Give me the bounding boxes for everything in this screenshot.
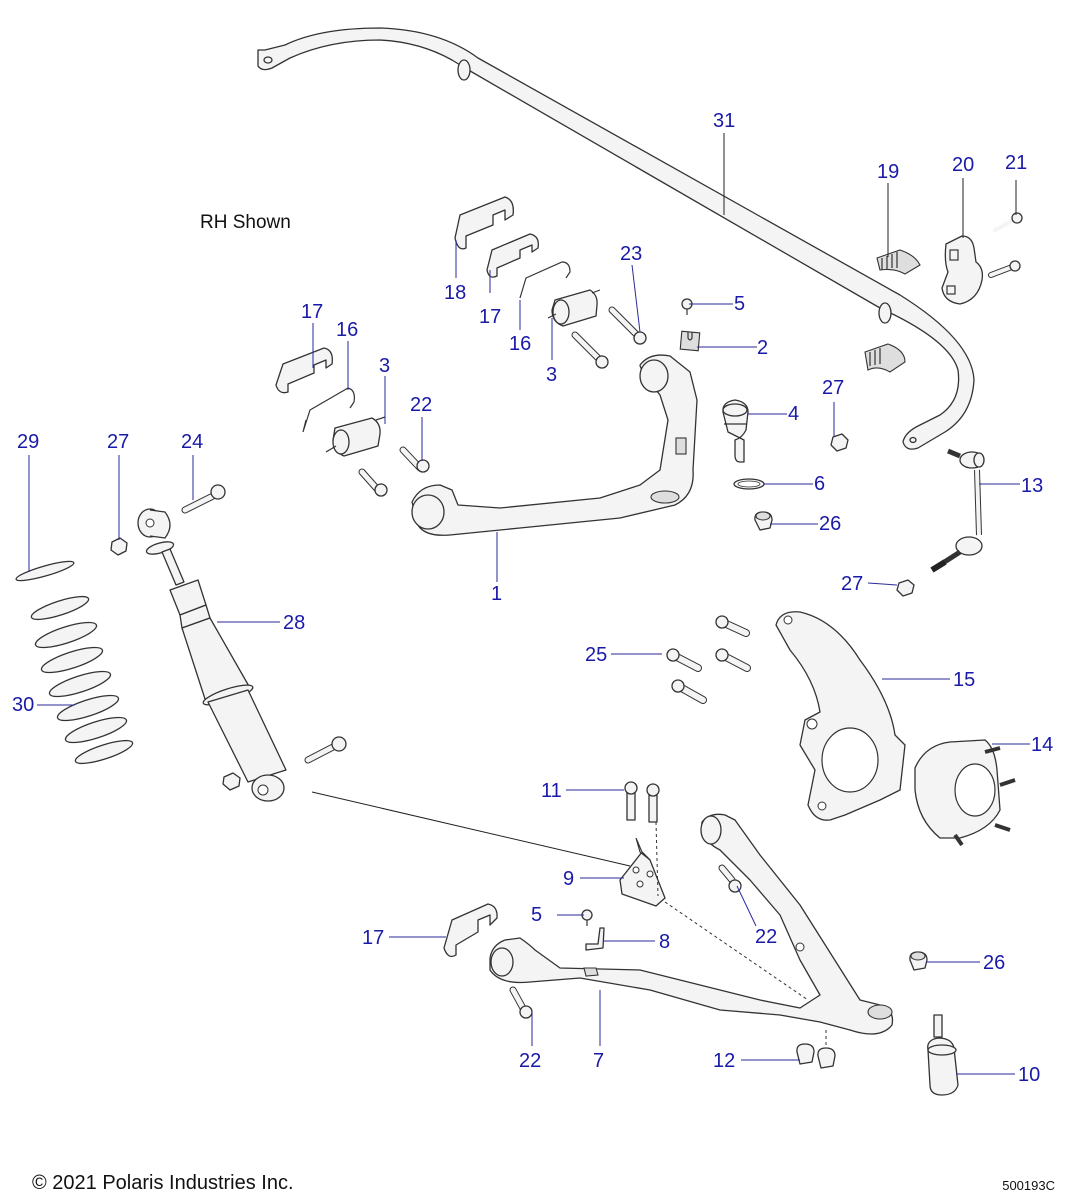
callout-3-top[interactable]: 3: [546, 364, 558, 386]
callout-31[interactable]: 31: [713, 110, 736, 132]
bolt-22-upper[interactable]: [399, 446, 430, 473]
bolt-top-2[interactable]: [571, 331, 609, 369]
dashed-guide-1: [655, 821, 659, 897]
upper-a-arm-1[interactable]: [411, 354, 698, 536]
nut-27-left[interactable]: [110, 537, 128, 556]
clip-16-top[interactable]: [519, 261, 571, 299]
callout-7[interactable]: 7: [593, 1050, 605, 1072]
nut-27-lower[interactable]: [896, 579, 915, 597]
drawing-number: 500193C: [1002, 1178, 1055, 1193]
lower-a-arm-7[interactable]: [489, 813, 894, 1035]
callout-16-top[interactable]: 16: [509, 333, 532, 355]
bushing-3-top[interactable]: [547, 289, 601, 327]
callout-19[interactable]: 19: [877, 161, 900, 183]
callout-14[interactable]: 14: [1031, 734, 1054, 756]
bushing-3-left[interactable]: [325, 416, 386, 457]
callout-6[interactable]: 6: [814, 473, 826, 495]
callout-15[interactable]: 15: [953, 669, 976, 691]
callout-16-left[interactable]: 16: [336, 319, 359, 341]
callout-3-left[interactable]: 3: [379, 355, 391, 377]
callout-5-lower[interactable]: 5: [531, 904, 543, 926]
bolt-lower-shock[interactable]: [304, 736, 347, 764]
rh-shown-note: RH Shown: [200, 212, 291, 233]
spring-seat-29[interactable]: [15, 558, 75, 584]
bracket-clamp-20[interactable]: [941, 235, 984, 305]
bolts-11[interactable]: [624, 781, 660, 823]
bushing-26-lower[interactable]: [909, 951, 928, 971]
callout-11[interactable]: 11: [541, 780, 562, 802]
screw-5-top[interactable]: [681, 298, 693, 315]
nuts-12[interactable]: [796, 1043, 836, 1069]
ring-6[interactable]: [733, 478, 765, 490]
callout-25[interactable]: 25: [585, 644, 608, 666]
callout-26-lower[interactable]: 26: [983, 952, 1006, 974]
ball-joint-4[interactable]: [722, 399, 749, 463]
callout-4[interactable]: 4: [788, 403, 800, 425]
bracket-8[interactable]: [585, 927, 605, 951]
callout-27-left[interactable]: 27: [107, 431, 130, 453]
shock-28[interactable]: [137, 508, 287, 802]
callout-24[interactable]: 24: [181, 431, 204, 453]
clip-17-lower[interactable]: [443, 903, 498, 958]
spring-30[interactable]: [29, 592, 134, 768]
callout-10[interactable]: 10: [1018, 1064, 1041, 1086]
callout-8[interactable]: 8: [659, 931, 671, 953]
hub-14[interactable]: [914, 739, 1016, 847]
callout-26-upper[interactable]: 26: [819, 513, 842, 535]
leader-lines: [28, 133, 1030, 1075]
callout-17-left[interactable]: 17: [301, 301, 324, 323]
bushing-19[interactable]: [876, 249, 921, 275]
copyright-notice: © 2021 Polaris Industries Inc.: [32, 1172, 294, 1194]
cover-18[interactable]: [454, 196, 514, 250]
callout-28[interactable]: 28: [283, 612, 306, 634]
callout-17-lower[interactable]: 17: [362, 927, 385, 949]
link-13[interactable]: [930, 448, 985, 573]
bolt-22-lower-left[interactable]: [509, 986, 533, 1019]
bolt-left-lower[interactable]: [358, 468, 388, 497]
bolt-24[interactable]: [181, 484, 226, 514]
callout-1[interactable]: 1: [491, 583, 503, 605]
stabilizer-bar[interactable]: [257, 27, 975, 450]
callout-27-lower[interactable]: 27: [841, 573, 864, 595]
nut-lower-shock[interactable]: [222, 772, 241, 791]
bolt-21-lower[interactable]: [988, 260, 1021, 278]
callout-22-right[interactable]: 22: [755, 926, 778, 948]
callout-21[interactable]: 21: [1005, 152, 1028, 174]
bushing-lower[interactable]: [864, 343, 906, 373]
bracket-9[interactable]: [619, 837, 666, 907]
callout-17-top[interactable]: 17: [479, 306, 502, 328]
bushing-26-upper[interactable]: [754, 511, 773, 531]
clip-17-top[interactable]: [486, 233, 539, 278]
spindle-15[interactable]: [775, 611, 906, 821]
screw-5-lower[interactable]: [581, 909, 593, 926]
callout-30[interactable]: 30: [12, 694, 35, 716]
callout-2[interactable]: 2: [757, 337, 769, 359]
callout-20[interactable]: 20: [952, 154, 975, 176]
callout-5-top[interactable]: 5: [734, 293, 746, 315]
callout-9[interactable]: 9: [563, 868, 575, 890]
assembly-line: [311, 791, 631, 867]
callout-22-upper[interactable]: 22: [410, 394, 433, 416]
nut-27-upper[interactable]: [830, 433, 849, 452]
callout-23[interactable]: 23: [620, 243, 643, 265]
clip-17-left[interactable]: [275, 347, 333, 394]
bolt-23[interactable]: [608, 306, 647, 345]
callout-13[interactable]: 13: [1021, 475, 1044, 497]
callout-29[interactable]: 29: [17, 431, 40, 453]
bolt-21-upper[interactable]: [993, 212, 1023, 232]
bolts-25[interactable]: [666, 615, 751, 704]
ball-joint-10[interactable]: [927, 1014, 959, 1096]
nut-clip-2[interactable]: [679, 330, 701, 352]
callout-27-upper[interactable]: 27: [822, 377, 845, 399]
callout-22-left[interactable]: 22: [519, 1050, 542, 1072]
dashed-guide-2: [664, 901, 809, 1001]
callout-12[interactable]: 12: [713, 1050, 736, 1072]
callout-18[interactable]: 18: [444, 282, 467, 304]
